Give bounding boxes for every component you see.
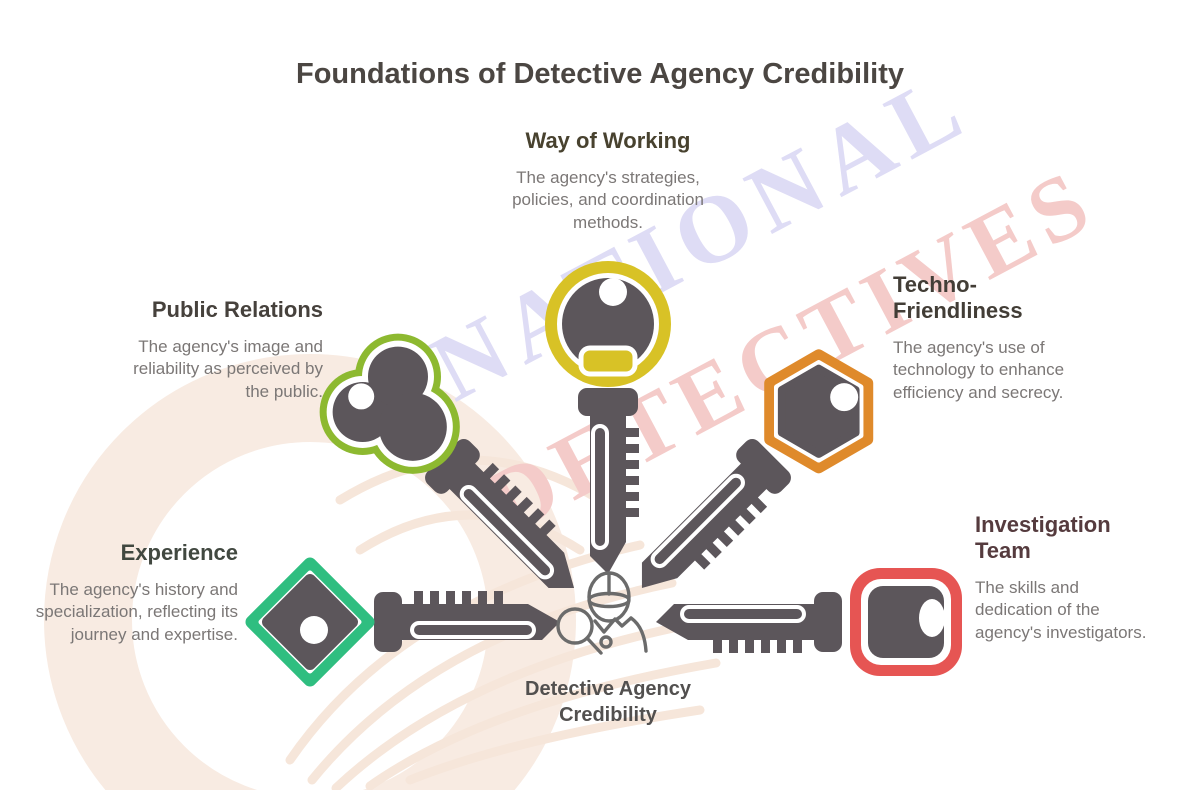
section-body: The agency's history and specialization,… [35, 579, 238, 644]
section-public-relations: Public Relations The agency's image and … [83, 297, 323, 403]
section-techno-friendliness: Techno-Friendliness The agency's use of … [893, 272, 1093, 404]
section-investigation-team: Investigation Team The skills and dedica… [975, 512, 1165, 644]
key-blade [578, 388, 639, 574]
keyhole [830, 383, 859, 412]
key-blade [641, 439, 791, 589]
section-experience: Experience The agency's history and spec… [28, 540, 238, 646]
detective-icon [556, 571, 648, 655]
key-head-circle [545, 261, 671, 387]
key-experience [228, 537, 608, 707]
center-label: Detective Agency Credibility [525, 678, 691, 726]
key-way-of-working [523, 242, 693, 622]
section-body: The skills and dedication of the agency'… [975, 577, 1147, 642]
section-heading: Public Relations [151, 297, 323, 322]
section-heading: Way of Working [525, 128, 691, 153]
key-public-relations [279, 293, 668, 682]
key-blade [374, 591, 560, 652]
section-body: The agency's strategies, policies, and c… [512, 167, 704, 232]
section-heading: Investigation Team [975, 512, 1111, 563]
key-head-diamond [245, 557, 375, 687]
section-body: The agency's use of technology to enhanc… [893, 337, 1065, 402]
page-title: Foundations of Detective Agency Credibil… [295, 58, 904, 90]
key-head-clover [319, 333, 460, 474]
section-body: The agency's image and reliability as pe… [133, 336, 323, 401]
key-blade [425, 439, 575, 589]
key-investigation-team [608, 537, 988, 707]
key-head-hexagon [764, 349, 874, 474]
key-techno-friendliness [548, 293, 937, 682]
keyhole [348, 383, 375, 410]
keyhole [300, 616, 328, 644]
section-heading: Experience [120, 540, 238, 565]
key-blade [656, 592, 842, 653]
section-way-of-working: Way of Working The agency's strategies, … [458, 128, 758, 234]
section-heading: Techno-Friendliness [893, 272, 1023, 323]
key-head-rounded-square [850, 568, 962, 676]
keyhole [599, 278, 627, 306]
keyhole [919, 599, 945, 637]
